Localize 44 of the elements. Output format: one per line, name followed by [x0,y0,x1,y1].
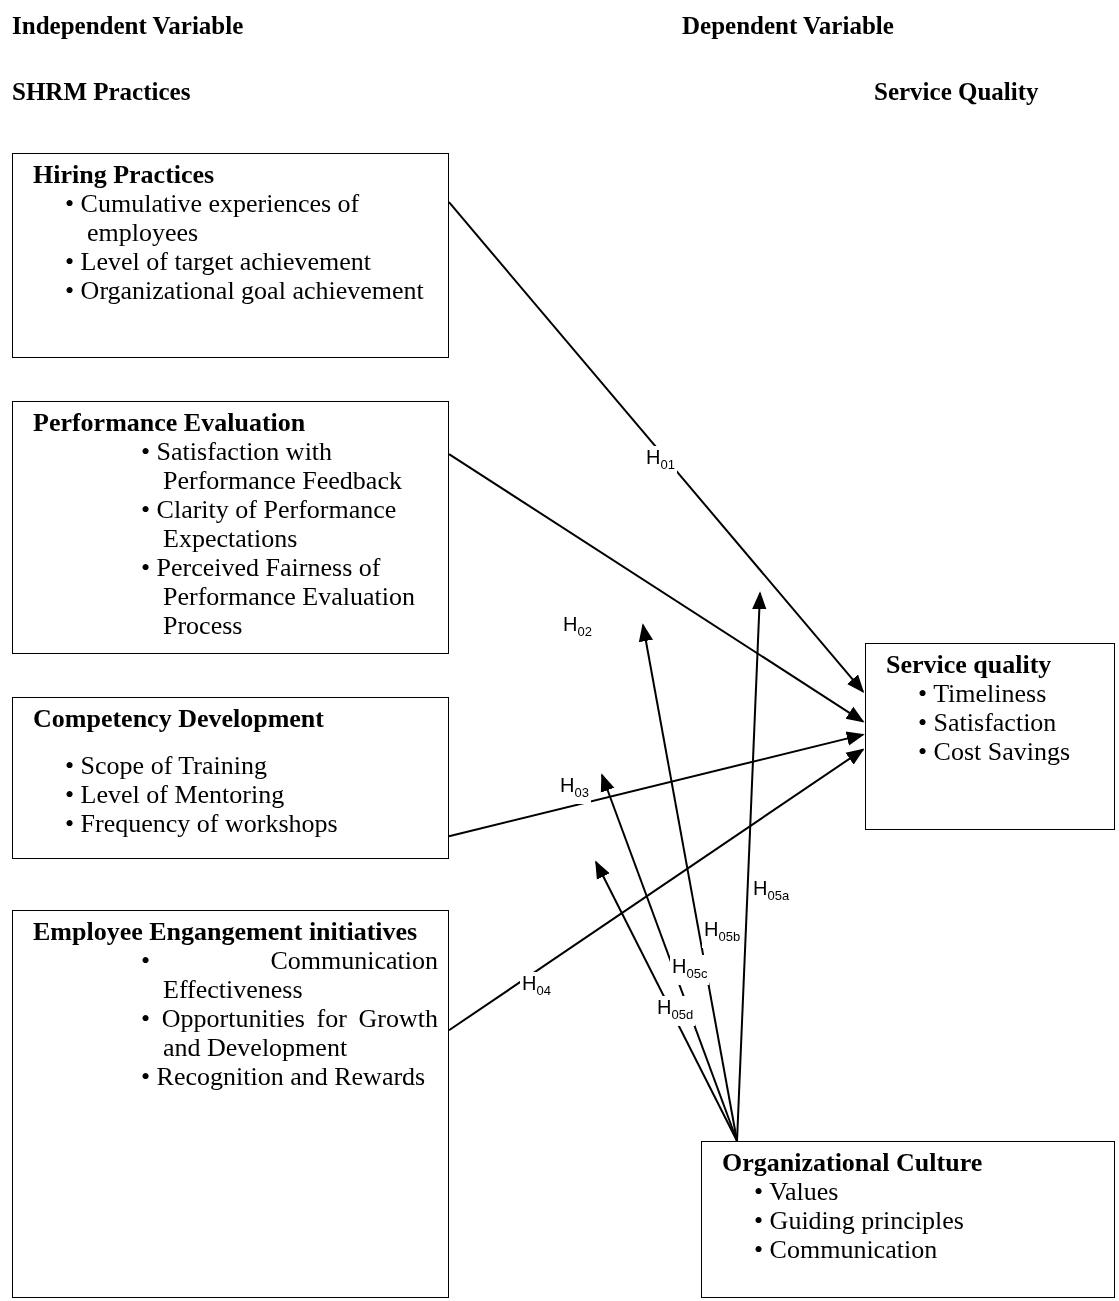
bullet-item: • Organizational goal achievement [65,276,425,305]
edge-label: H$_{05c}$ [670,955,710,985]
bullet-item: • Cumulative experiences of employees [65,189,361,247]
bullet-item: • Communication [754,1235,939,1264]
bullet-item: • Recognition and Rewards [141,1062,427,1091]
axis-heading: SHRM Practices [12,78,191,106]
variable-box [12,153,449,358]
bullet-item: • Clarity of Performance Expectations [141,495,398,553]
arrow [448,731,865,838]
arrow [448,453,865,723]
variable-box [12,401,449,654]
variable-box [12,910,449,1298]
variable-box [12,697,449,859]
bullet-item: • Level of Mentoring [65,780,286,809]
axis-heading: Service Quality [874,78,1039,106]
arrow [638,623,738,1142]
arrow [448,201,865,693]
bullet-item: • Scope of Training [65,751,268,780]
axis-heading: Independent Variable [12,12,244,40]
arrow [595,860,738,1142]
bullet-item: • Values [754,1177,840,1206]
variable-box [865,643,1115,830]
bullet-item: • Level of target achievement [65,247,373,276]
variable-box [701,1141,1115,1298]
bullet-item: • Guiding principles [754,1206,965,1235]
arrow [600,773,738,1142]
bullet-item: • Opportunities for Growth and Development [141,1004,438,1062]
box-heading: Performance Evaluation [33,408,307,437]
arrow [448,748,865,1032]
edge-label: H$_{01}$ [644,446,677,476]
box-heading: Hiring Practices [33,160,216,189]
edge-label: H$_{05d}$ [655,996,696,1026]
bullet-item: • Satisfaction [918,708,1058,737]
bullet-item: • Cost Savings [918,737,1072,766]
box-heading: Organizational Culture [722,1148,984,1177]
bullet-item: • Communication Effectiveness [141,946,438,1004]
axis-heading: Dependent Variable [682,12,894,40]
bullet-item: • Timeliness [918,679,1048,708]
bullet-item: • Frequency of workshops [65,809,339,838]
bullet-item: • Perceived Fairness of Performance Evaluation Process [141,553,416,640]
box-heading: Competency Development [33,704,325,733]
box-heading: Service quality [886,650,1053,679]
box-heading: Employee Engangement initiatives [33,917,419,946]
bullet-item: • Satisfaction with Performance Feedback [141,437,403,495]
